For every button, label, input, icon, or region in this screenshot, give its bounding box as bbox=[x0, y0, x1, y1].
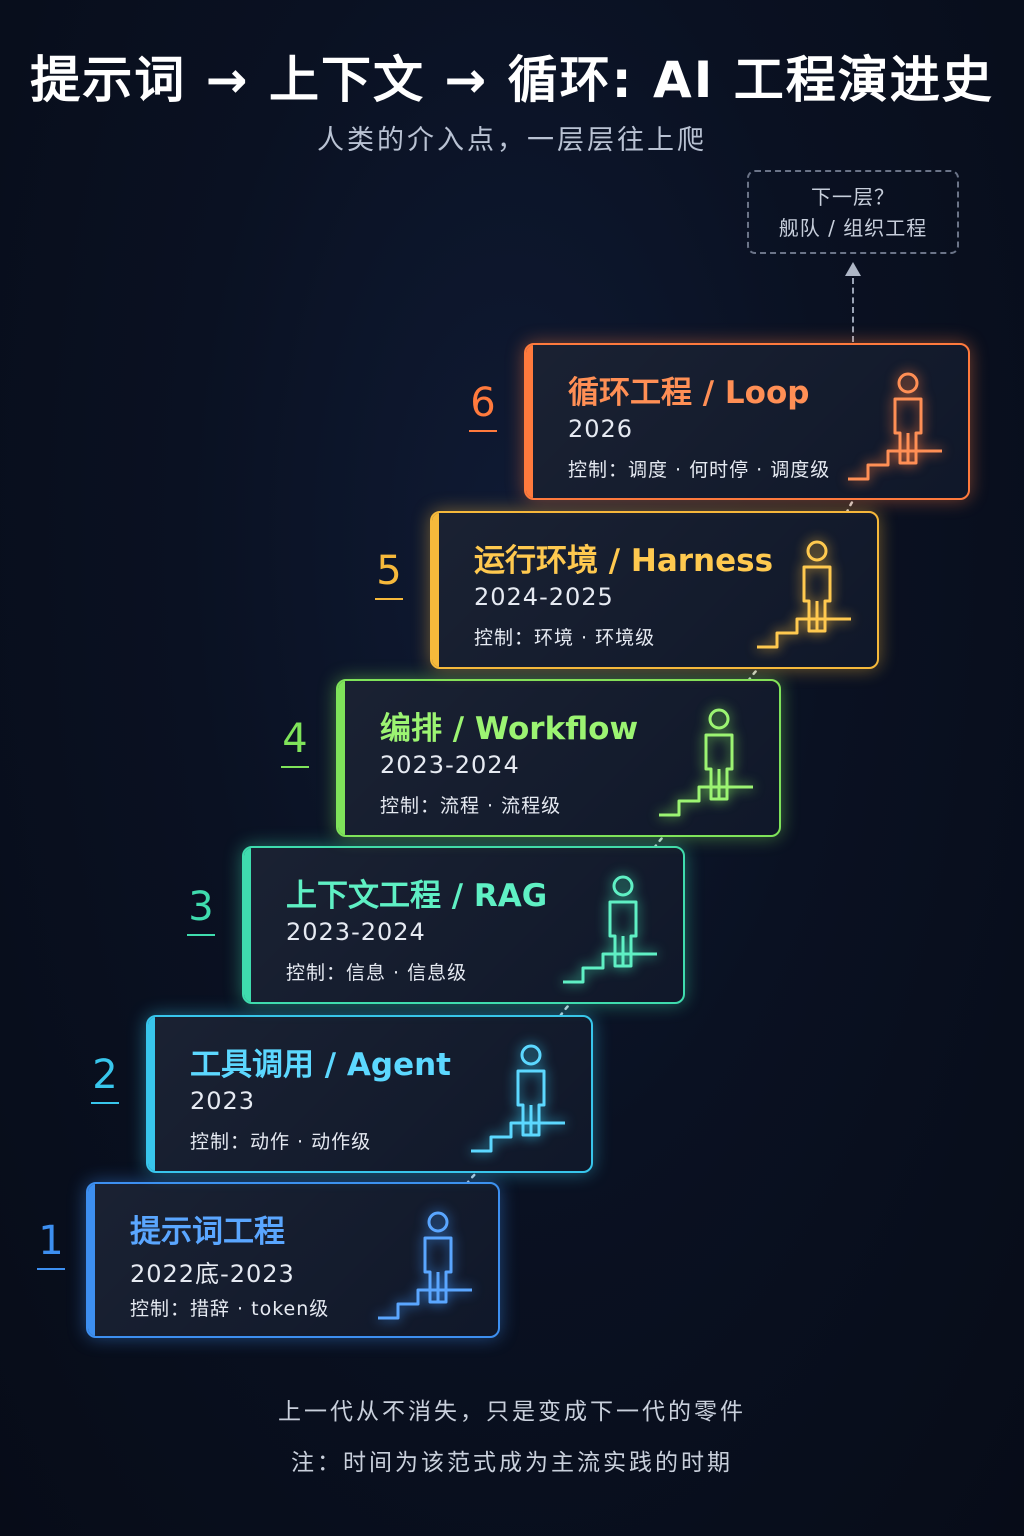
stage-control: 控制：环境 · 环境级 bbox=[474, 627, 656, 649]
next-level-question: 下一层？ bbox=[811, 185, 895, 209]
stage-card-3: 上下文工程 / RAG 2023-2024 控制：信息 · 信息级 bbox=[242, 846, 685, 1004]
stage-title: 上下文工程 / RAG bbox=[286, 878, 548, 914]
stage-title: 运行环境 / Harness bbox=[474, 543, 774, 579]
climber-icon bbox=[757, 540, 851, 649]
climber-icon bbox=[378, 1211, 472, 1320]
stage-years: 2022底-2023 bbox=[130, 1260, 295, 1288]
stage-years: 2023-2024 bbox=[286, 918, 426, 946]
stage-card-4: 编排 / Workflow 2023-2024 控制：流程 · 流程级 bbox=[336, 679, 781, 837]
stage-control: 控制：调度 · 何时停 · 调度级 bbox=[568, 459, 831, 481]
stage-control: 控制：流程 · 流程级 bbox=[380, 795, 562, 817]
stage-years: 2023 bbox=[190, 1087, 256, 1115]
stage-number-6: 6 bbox=[466, 380, 500, 432]
stage-title: 工具调用 / Agent bbox=[190, 1047, 452, 1083]
stage-card-5: 运行环境 / Harness 2024-2025 控制：环境 · 环境级 bbox=[430, 511, 879, 669]
stage-card-1: 提示词工程 2022底-2023 控制：措辞 · token级 bbox=[86, 1182, 500, 1338]
stage-number-3: 3 bbox=[184, 884, 218, 936]
stage-card-6: 循环工程 / Loop 2026 控制：调度 · 何时停 · 调度级 bbox=[524, 343, 970, 500]
next-level-connector bbox=[852, 278, 854, 342]
stage-number-4: 4 bbox=[278, 716, 312, 768]
stage-title: 提示词工程 bbox=[130, 1214, 285, 1250]
stage-number-5: 5 bbox=[372, 548, 406, 600]
stage-number-2: 2 bbox=[88, 1052, 122, 1104]
climber-icon bbox=[848, 372, 942, 481]
stage-title: 循环工程 / Loop bbox=[568, 375, 810, 411]
page-subtitle: 人类的介入点，一层层往上爬 bbox=[317, 125, 707, 156]
next-level-box: 下一层？ 舰队 / 组织工程 bbox=[747, 170, 959, 254]
stage-years: 2026 bbox=[568, 415, 634, 443]
stage-years: 2024-2025 bbox=[474, 583, 614, 611]
stage-card-2: 工具调用 / Agent 2023 控制：动作 · 动作级 bbox=[146, 1015, 593, 1173]
stage-control: 控制：措辞 · token级 bbox=[130, 1298, 330, 1320]
next-level-label: 舰队 / 组织工程 bbox=[778, 216, 928, 240]
stage-number-1: 1 bbox=[34, 1218, 68, 1270]
stage-control: 控制：动作 · 动作级 bbox=[190, 1131, 372, 1153]
stage-title: 编排 / Workflow bbox=[380, 711, 639, 747]
footer-footnote: 注：时间为该范式成为主流实践的时期 bbox=[291, 1450, 733, 1476]
stage-years: 2023-2024 bbox=[380, 751, 520, 779]
stage-control: 控制：信息 · 信息级 bbox=[286, 962, 468, 984]
climber-icon bbox=[563, 875, 657, 984]
page-title: 提示词 → 上下文 → 循环: AI 工程演进史 bbox=[30, 51, 994, 109]
climber-icon bbox=[659, 708, 753, 817]
up-arrow-icon bbox=[845, 262, 861, 276]
footer-note: 上一代从不消失，只是变成下一代的零件 bbox=[278, 1399, 746, 1425]
climber-icon bbox=[471, 1044, 565, 1153]
